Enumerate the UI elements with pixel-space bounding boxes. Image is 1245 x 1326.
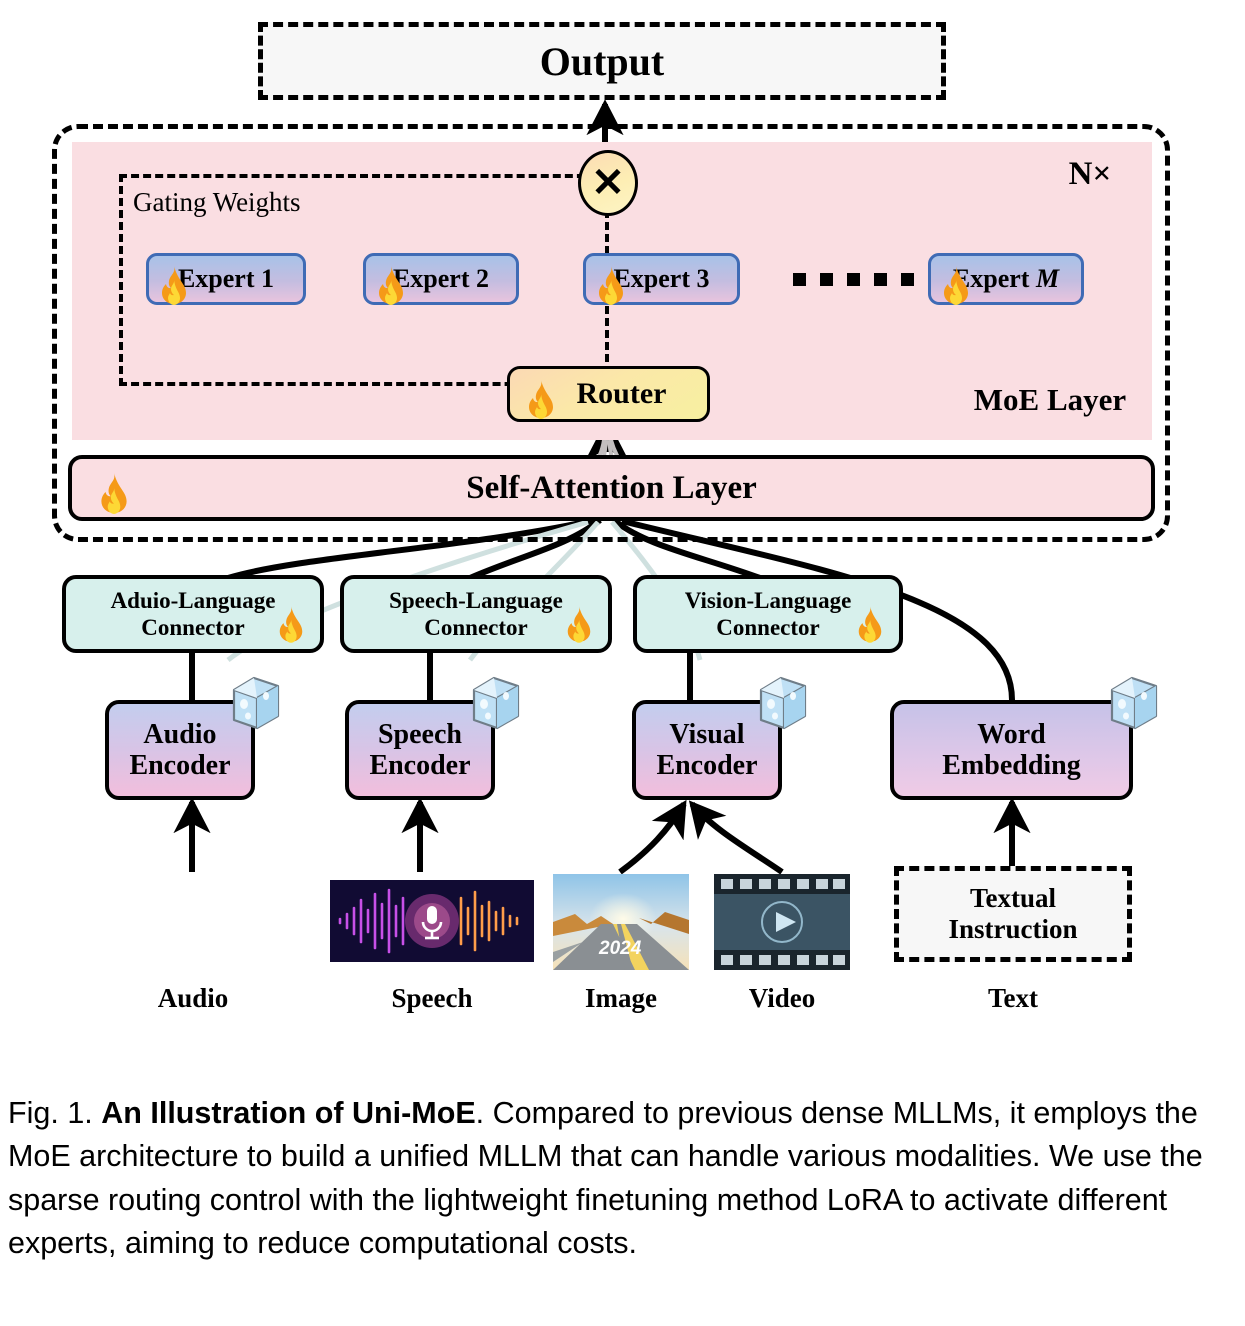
speech-microphone-waveform-icon xyxy=(330,880,534,962)
moe-layer-label: MoE Layer xyxy=(973,382,1127,417)
self-attention-label: Self-Attention Layer xyxy=(466,469,757,506)
film-strip-play-icon xyxy=(714,874,850,970)
speech-encoder-box[interactable]: Speech Encoder xyxy=(345,700,495,800)
audio-language-connector-box[interactable]: Aduio-Language Connector xyxy=(62,575,324,653)
fire-icon xyxy=(564,605,594,643)
expert-m-label-index: M xyxy=(1035,264,1060,293)
audio-waveform-icon xyxy=(68,878,318,954)
word-embedding-label: Word Embedding xyxy=(942,718,1081,781)
expert-1-label: Expert 1 xyxy=(177,264,275,293)
self-attention-layer-box: Self-Attention Layer xyxy=(68,455,1155,521)
fire-icon xyxy=(939,265,973,305)
word-embedding-box[interactable]: Word Embedding xyxy=(890,700,1133,800)
ice-cube-icon xyxy=(1102,672,1164,734)
visual-encoder-box[interactable]: Visual Encoder xyxy=(632,700,782,800)
expert-m-box[interactable]: Expert M xyxy=(928,253,1084,305)
image-overlay-year: 2024 xyxy=(598,938,642,959)
fire-icon xyxy=(855,605,885,643)
output-label: Output xyxy=(539,38,665,84)
fire-icon xyxy=(374,265,408,305)
repeat-count-label: N× xyxy=(1068,155,1112,192)
figure-caption: Fig. 1. An Illustration of Uni-MoE. Comp… xyxy=(8,1092,1243,1265)
moe-block-container xyxy=(52,124,1170,542)
audio-language-connector-label: Aduio-Language Connector xyxy=(110,587,276,640)
fire-icon xyxy=(594,265,628,305)
vision-language-connector-label: Vision-Language Connector xyxy=(684,587,852,640)
experts-ellipsis-icon xyxy=(793,273,914,286)
fire-icon xyxy=(96,472,132,514)
multiply-node-icon: ✕ xyxy=(578,150,638,216)
input-label-image: Image xyxy=(585,982,657,1013)
textual-instruction-label: Textual Instruction xyxy=(948,882,1078,944)
expert-2-box[interactable]: Expert 2 xyxy=(363,253,519,305)
speech-encoder-label: Speech Encoder xyxy=(369,718,471,781)
expert-3-label: Expert 3 xyxy=(613,264,710,293)
fire-icon xyxy=(524,379,558,419)
ice-cube-icon xyxy=(224,672,286,734)
input-label-audio: Audio xyxy=(157,982,229,1013)
expert-1-box[interactable]: Expert 1 xyxy=(146,253,306,305)
speech-language-connector-box[interactable]: Speech-Language Connector xyxy=(340,575,612,653)
input-label-speech: Speech xyxy=(391,982,473,1013)
textual-instruction-box: Textual Instruction xyxy=(894,866,1132,962)
visual-encoder-label: Visual Encoder xyxy=(656,718,758,781)
output-box: Output xyxy=(258,22,946,100)
input-label-video: Video xyxy=(748,982,816,1013)
input-label-text: Text xyxy=(987,982,1038,1013)
caption-prefix: Fig. 1. xyxy=(8,1096,102,1130)
router-label: Router xyxy=(576,377,667,410)
vision-language-connector-box[interactable]: Vision-Language Connector xyxy=(633,575,903,653)
caption-title: An Illustration of Uni-MoE xyxy=(101,1096,476,1130)
road-photo-thumbnail-icon: 2024 xyxy=(553,874,689,970)
fire-icon xyxy=(157,265,191,305)
router-box[interactable]: Router xyxy=(507,366,710,422)
gating-weights-label: Gating Weights xyxy=(133,186,301,217)
ice-cube-icon xyxy=(464,672,526,734)
audio-encoder-box[interactable]: Audio Encoder xyxy=(105,700,255,800)
expert-3-box[interactable]: Expert 3 xyxy=(583,253,740,305)
figure-diagram: Output N× MoE Layer Gating Weights ✕ Exp… xyxy=(52,22,1170,1013)
speech-language-connector-label: Speech-Language Connector xyxy=(389,587,563,640)
expert-2-label: Expert 2 xyxy=(392,264,490,293)
ice-cube-icon xyxy=(751,672,813,734)
audio-encoder-label: Audio Encoder xyxy=(129,718,231,781)
caption-body: . Compared to previous dense MLLMs, it e… xyxy=(8,1096,1203,1260)
fire-icon xyxy=(276,605,306,643)
